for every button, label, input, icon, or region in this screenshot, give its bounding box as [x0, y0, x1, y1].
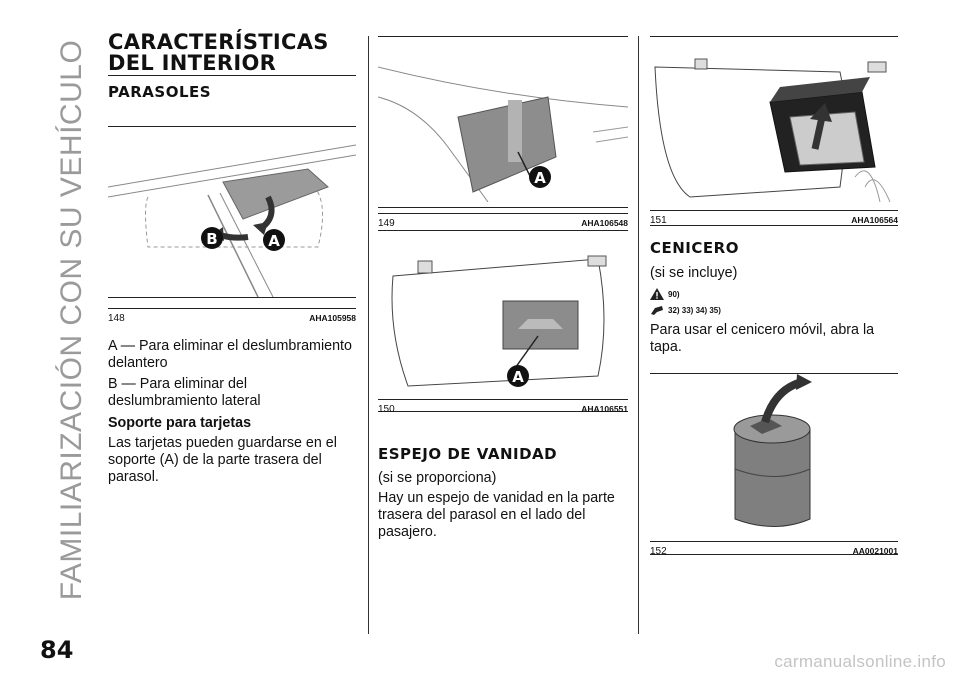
figure-caption: 149 AHA106548 — [378, 213, 628, 229]
figure-149: A 149 AHA106548 — [377, 36, 629, 229]
column-2-text: ESPEJO DE VANIDAD (si se proporciona) Ha… — [378, 446, 630, 541]
card-holder-text: Las tarjetas pueden guardarse en el sopo… — [108, 435, 337, 485]
page-number: 84 — [40, 636, 74, 664]
vanity-mirror-text: Hay un espejo de vanidad en la parte tra… — [378, 490, 615, 540]
figure-code: AHA106548 — [581, 218, 628, 228]
note-ref-numbers: 32) 33) 34) 35) — [668, 305, 721, 315]
ashtray-illustration — [733, 374, 812, 527]
figure-152: 152 AA0021001 — [650, 373, 898, 557]
ashtray-note: (si se incluye) — [650, 265, 738, 281]
ashtray-heading: CENICERO — [650, 239, 739, 257]
figure-150: A 150 AHA106551 — [378, 230, 628, 415]
column-1-text: A — Para eliminar el deslumbramiento del… — [108, 338, 358, 486]
figure-label-a: A — [534, 169, 546, 187]
vanity-mirror-heading: ESPEJO DE VANIDAD — [378, 445, 558, 463]
column-3-text: CENICERO (si se incluye) 90) 32) 33) 34)… — [650, 240, 898, 356]
figure-caption: 148 AHA105958 — [108, 308, 356, 324]
mirror-open-illustration — [654, 58, 891, 203]
warning-refs: 90) — [650, 288, 898, 300]
warning-ref-numbers: 90) — [668, 289, 680, 299]
figure-number: 152 — [650, 546, 667, 557]
sun-visor-illustration: B A — [107, 144, 357, 298]
hand-note-icon — [651, 306, 663, 315]
figure-label-b: B — [206, 230, 217, 248]
figure-number: 148 — [108, 313, 125, 324]
figure-label-a: A — [268, 232, 280, 250]
figure-number: 151 — [650, 215, 667, 226]
vanity-mirror-illustration: A — [391, 255, 607, 387]
column-divider-2 — [638, 36, 639, 634]
ashtray-text: Para usar el cenicero móvil, abra la tap… — [650, 322, 875, 355]
heading-underline — [108, 75, 356, 76]
card-holder-title: Soporte para tarjetas — [108, 415, 252, 431]
visor-card-holder-illustration: A — [377, 66, 629, 203]
figure-code: AHA105958 — [309, 313, 356, 323]
figure-code: AHA106564 — [851, 215, 898, 225]
section-heading-line1: CARACTERÍSTICAS — [108, 30, 329, 54]
figure-code: AA0021001 — [852, 546, 898, 556]
item-b-text: B — Para eliminar del deslumbramiento la… — [108, 376, 261, 409]
vanity-mirror-note: (si se proporciona) — [378, 470, 497, 486]
figure-151: 151 AHA106564 — [650, 36, 898, 226]
figure-caption: 151 AHA106564 — [650, 210, 898, 226]
section-heading-line2: DEL INTERIOR — [108, 51, 277, 75]
warning-triangle-icon — [650, 288, 664, 300]
figure-number: 150 — [378, 404, 395, 415]
chapter-side-title: FAMILIARIZACIÓN CON SU VEHÍCULO — [55, 39, 88, 601]
figure-148: B A 148 AHA105958 — [107, 126, 357, 324]
figure-label-a: A — [512, 368, 524, 386]
column-divider-1 — [368, 36, 369, 634]
figure-code: AHA106551 — [581, 404, 628, 414]
watermark: carmanualsonline.info — [774, 652, 946, 671]
note-refs: 32) 33) 34) 35) — [650, 304, 898, 316]
figure-number: 149 — [378, 218, 395, 229]
subheading-parasoles: PARASOLES — [108, 83, 212, 101]
figure-caption: 150 AHA106551 — [378, 399, 628, 415]
item-a-text: A — Para eliminar el deslumbramiento del… — [108, 338, 352, 371]
column-1: CARACTERÍSTICAS DEL INTERIOR PARASOLES — [108, 32, 358, 100]
figure-caption: 152 AA0021001 — [650, 541, 898, 557]
